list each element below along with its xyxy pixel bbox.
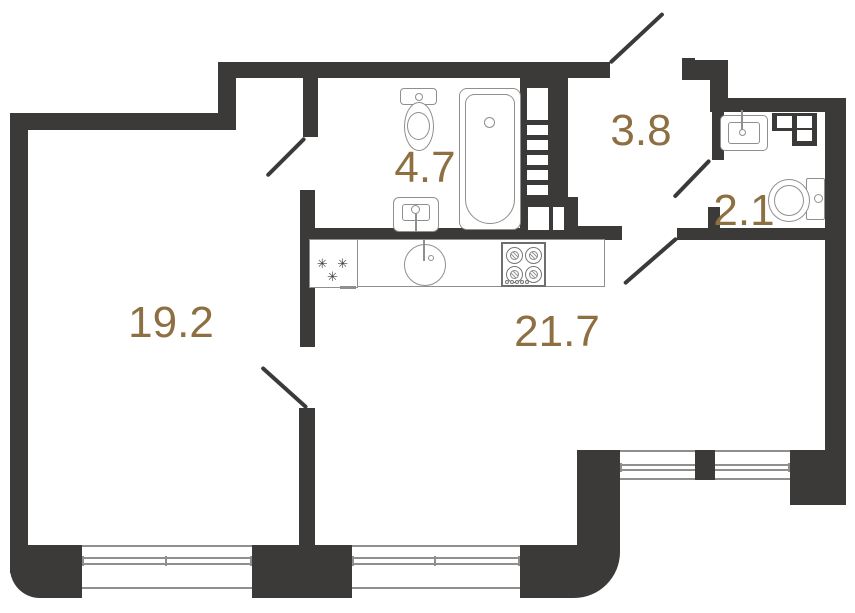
vent-shaft-stem [566, 197, 578, 240]
shaft-slot [527, 185, 548, 195]
kitchen-faucet-stem [423, 240, 425, 261]
shaft-slot [527, 170, 548, 180]
window-line [352, 557, 520, 559]
burner-icon [525, 266, 542, 283]
wall-partition-lower [299, 408, 315, 545]
wall-top-b [10, 113, 236, 130]
hallway-area-label: 3.8 [610, 106, 672, 155]
stove-knob [515, 280, 519, 284]
stove-knob [510, 280, 514, 284]
window-line [82, 545, 252, 547]
window-tick [352, 556, 354, 566]
wall-wc-top [728, 98, 846, 112]
toilet-button-icon [415, 93, 423, 101]
wall-wc-bottom-stub [708, 207, 720, 228]
shaft-slot [527, 125, 548, 135]
shaft-slot [527, 88, 548, 120]
bathroom-faucet-icon [411, 205, 420, 214]
room-area-label: 19.2 [128, 298, 214, 347]
window-line [352, 545, 520, 547]
shaft-slot [527, 140, 548, 150]
window-line [82, 587, 252, 589]
wall-corner-bottom-right [520, 545, 620, 598]
kitchen-sink-icon [404, 244, 446, 286]
window-tick [250, 556, 252, 566]
wall-pier-bottom-middle [252, 545, 352, 598]
toilet-bowl-inner [407, 112, 430, 140]
washing-machine-handle [340, 286, 356, 289]
wall-wc-bottom [677, 228, 828, 240]
window-tick [620, 463, 622, 472]
vent-shaft-tail [578, 226, 622, 240]
room-door-leaf [260, 365, 309, 410]
burner-icon [525, 247, 542, 264]
wc-duct-hole [797, 116, 812, 128]
washing-machine-label: ✳ ✳ ✳ [316, 256, 352, 284]
wall-top-a [218, 62, 610, 78]
wall-step-right [577, 450, 620, 550]
wall-entry-pier-notch [682, 58, 695, 70]
window-tick [788, 463, 790, 472]
window-tick [518, 556, 520, 566]
bathtub-drain-icon [484, 117, 495, 128]
window-line [352, 563, 520, 565]
kitchen-living-area-label: 21.7 [514, 307, 600, 356]
wall-pier-right-windows [695, 450, 715, 480]
bathroom-faucet-stem [415, 212, 417, 232]
kitchen-counter [311, 239, 605, 287]
kitchen-faucet-icon [428, 255, 434, 261]
stove-icon [501, 242, 546, 287]
wall-right [825, 112, 846, 450]
stove-knob [525, 280, 529, 284]
wall-bathroom-west [303, 78, 318, 137]
wc-faucet-icon [739, 129, 746, 136]
stove-knob [505, 280, 509, 284]
window-tick [165, 556, 167, 566]
window-line [352, 587, 520, 589]
burner-icon [506, 247, 523, 264]
bathroom-door-leaf [265, 136, 307, 178]
stove-knob [520, 280, 524, 284]
bathtub-inner [465, 94, 515, 224]
wc-duct-hole [797, 130, 812, 141]
window-line [82, 563, 252, 565]
wc-faucet-stem [741, 110, 743, 133]
wc-area-label: 2.1 [713, 186, 775, 235]
wall-corner-southeast [790, 450, 846, 505]
living-door-leaf [622, 236, 679, 286]
shaft-slot [527, 155, 548, 165]
wc-sink-inner [728, 122, 760, 144]
window-line [82, 557, 252, 559]
shaft-slot [528, 207, 549, 230]
wc-duct-hole [777, 116, 792, 128]
washing-machine-icon [309, 239, 358, 288]
wall-corner-bottom-left [10, 545, 82, 598]
window-tick [82, 556, 84, 566]
wall-left [10, 113, 28, 573]
wall-entry-connector [710, 80, 728, 112]
burner-icon [506, 266, 523, 283]
window-tick [434, 556, 436, 566]
entrance-door-leaf [608, 11, 665, 65]
shaft-slot [553, 207, 564, 230]
wc-toilet-button-icon [814, 194, 823, 203]
wc-toilet-bowl-inner [774, 185, 804, 216]
bathroom-area-label: 4.7 [394, 143, 456, 192]
